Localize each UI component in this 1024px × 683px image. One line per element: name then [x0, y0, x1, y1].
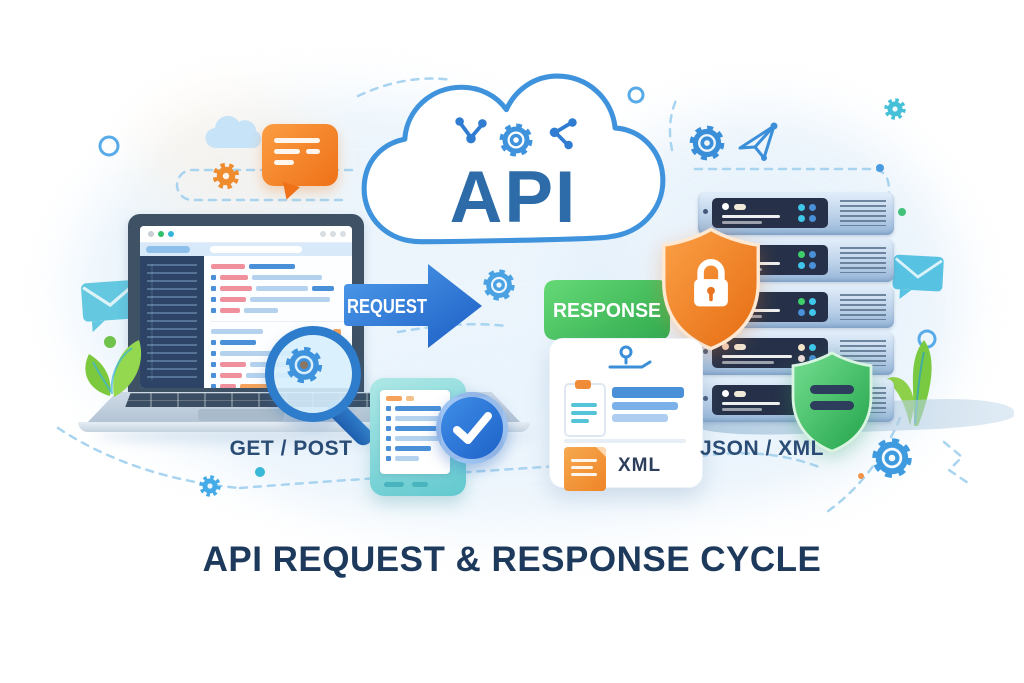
window-dot — [320, 231, 326, 237]
code-line — [211, 384, 345, 388]
plant-icon — [85, 336, 142, 397]
speech-bubble-icon — [262, 124, 338, 186]
response-text-lines — [612, 387, 684, 426]
lock-shield-icon — [646, 226, 776, 352]
laptop-base — [78, 422, 530, 432]
cloud-icon — [205, 115, 262, 149]
code-line — [211, 351, 345, 357]
code-line — [211, 264, 345, 270]
browser-titlebar — [140, 226, 352, 243]
code-line — [211, 340, 345, 346]
gear-icon — [686, 122, 728, 164]
trackpad — [198, 409, 284, 421]
address-pill — [146, 246, 190, 253]
network-node-icon — [541, 112, 582, 153]
methods-label: GET / POST — [229, 437, 353, 460]
gear-icon — [882, 96, 908, 122]
editor-sidebar — [140, 256, 204, 388]
api-label: API — [449, 157, 578, 238]
code-line — [211, 286, 345, 292]
check-circle-icon — [436, 392, 508, 464]
gear-icon — [197, 473, 223, 499]
checklist-phone — [370, 374, 510, 500]
xml-label: XML — [618, 455, 662, 476]
window-dot — [168, 231, 174, 237]
paper-plane-icon — [738, 122, 778, 161]
document-icon — [564, 447, 606, 491]
request-label: REQUEST — [347, 296, 427, 318]
xml-document-card: XML — [549, 338, 703, 491]
gear-icon — [480, 266, 518, 304]
code-line — [211, 297, 345, 303]
checklist-row — [386, 436, 444, 442]
magnifier-gear-icon — [265, 326, 361, 422]
checklist-sheet — [380, 390, 450, 474]
checklist-row — [386, 416, 445, 422]
address-bar — [140, 243, 352, 256]
address-pill — [210, 246, 302, 253]
server-unit — [698, 192, 894, 235]
checklist-row — [386, 456, 444, 462]
window-dot — [340, 231, 346, 237]
tool-doodle-icon — [608, 345, 652, 369]
checklist-row — [386, 396, 444, 402]
request-arrow: REQUEST — [344, 264, 482, 348]
code-line — [211, 308, 345, 314]
window-dot — [158, 231, 164, 237]
page-title: API REQUEST & RESPONSE CYCLE — [202, 540, 822, 579]
api-cloud — [361, 73, 666, 245]
clipboard-icon — [564, 380, 606, 437]
checklist-row — [386, 426, 444, 432]
checklist-row — [386, 406, 444, 412]
network-node-icon — [452, 112, 490, 150]
response-label: RESPONSE — [553, 300, 661, 322]
window-dot — [148, 231, 154, 237]
window-dot — [330, 231, 336, 237]
checklist-row — [386, 446, 444, 452]
code-line — [211, 275, 345, 281]
envelope-icon — [890, 249, 947, 302]
equals-shield-icon — [778, 350, 886, 454]
formats-label: JSON / XML — [699, 437, 825, 460]
